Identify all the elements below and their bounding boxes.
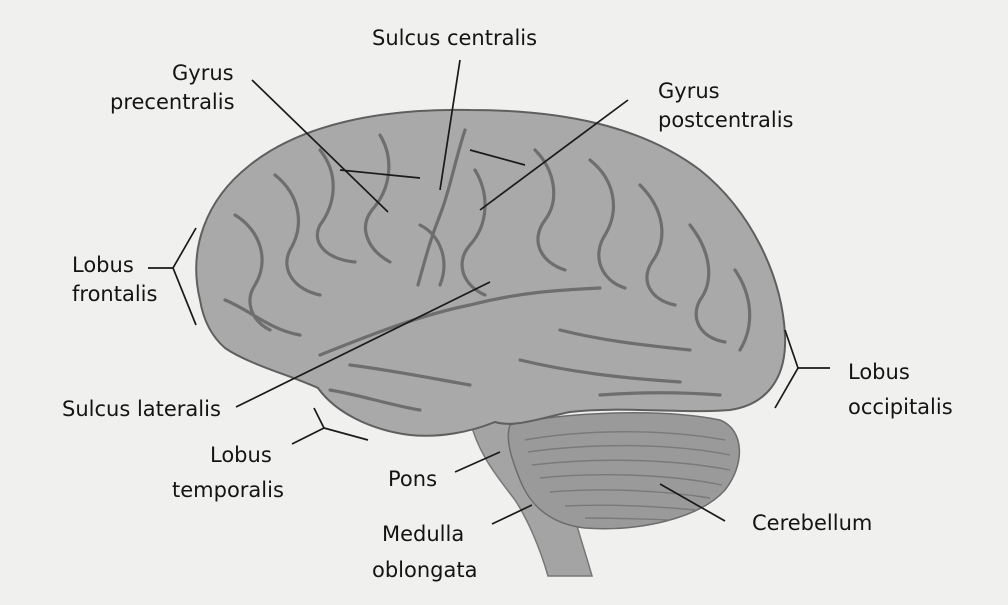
label-gyrus-precentralis-line2: precentralis	[110, 90, 235, 114]
label-pons: Pons	[388, 467, 437, 491]
label-sulcus-centralis: Sulcus centralis	[372, 26, 537, 50]
label-lobus-frontalis-line2: frontalis	[72, 282, 157, 306]
label-sulcus-lateralis: Sulcus lateralis	[62, 397, 221, 421]
label-lobus-occipitalis-line1: Lobus	[848, 360, 910, 384]
label-gyrus-postcentralis-line1: Gyrus	[658, 79, 720, 103]
label-lobus-temporalis-line2: temporalis	[172, 478, 284, 502]
label-cerebellum: Cerebellum	[752, 511, 872, 535]
label-gyrus-postcentralis-line2: postcentralis	[658, 108, 793, 132]
label-medulla-oblongata-line1: Medulla	[382, 522, 464, 546]
label-lobus-frontalis-line1: Lobus	[72, 253, 134, 277]
label-medulla-oblongata-line2: oblongata	[372, 558, 477, 582]
cerebellum-shape	[508, 413, 739, 529]
cerebrum-shape	[196, 110, 785, 436]
label-gyrus-precentralis-line1: Gyrus	[172, 61, 234, 85]
label-lobus-temporalis-line1: Lobus	[210, 443, 272, 467]
label-lobus-occipitalis-line2: occipitalis	[848, 395, 953, 419]
bracket-lobus-frontalis	[148, 228, 196, 325]
